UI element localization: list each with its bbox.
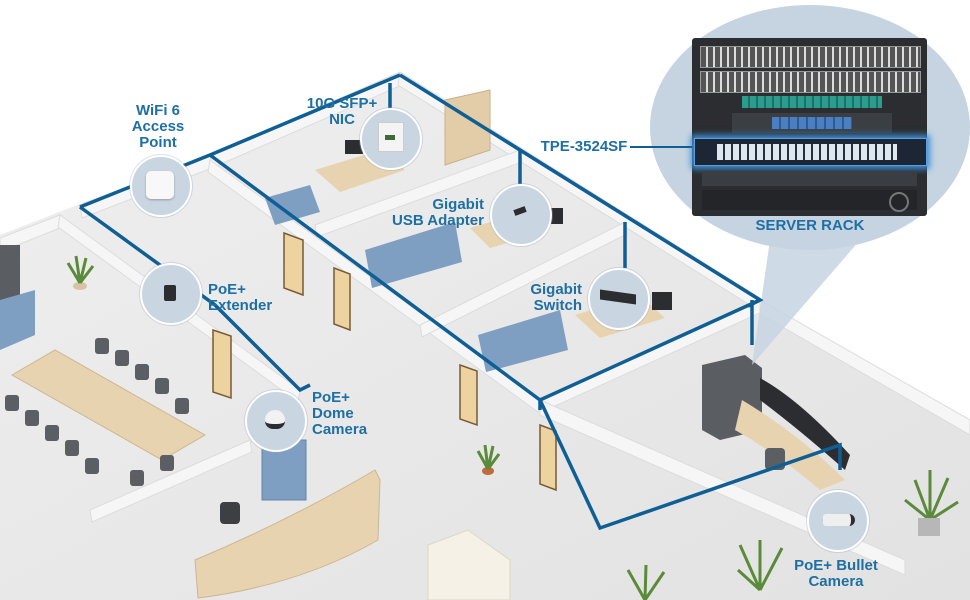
server-rack-callout: SERVER RACK	[650, 5, 970, 250]
sofa	[427, 529, 511, 600]
rack-callout-pointer	[752, 240, 860, 365]
doors	[212, 231, 557, 492]
server-rack-title: SERVER RACK	[755, 217, 865, 234]
conference-chairs	[5, 338, 189, 486]
monitoring-desk	[735, 400, 845, 490]
wall-tv	[0, 245, 20, 305]
plant	[476, 444, 501, 475]
poe-extender-callout[interactable]	[140, 263, 202, 325]
tpe-3524sf-leader-line	[630, 146, 692, 148]
conference-room	[0, 245, 207, 486]
managed-switch-blue	[732, 113, 892, 133]
access-point-icon	[146, 171, 174, 199]
poe-switch-teal	[742, 96, 882, 108]
usb-adapter-callout[interactable]	[490, 184, 552, 246]
sfp-nic-label: 10G SFP+NIC	[306, 95, 378, 128]
reception-chair	[220, 502, 240, 524]
reception	[194, 439, 511, 600]
switch-icon	[600, 289, 636, 305]
conference-table	[10, 349, 207, 461]
bullet-camera-callout[interactable]	[807, 490, 869, 552]
dome-camera-icon	[265, 410, 285, 429]
poe-extender-icon	[164, 285, 176, 301]
patch-panel	[700, 46, 921, 68]
sfp-nic-callout[interactable]	[360, 108, 422, 170]
poe-extender-label: PoE+Extender	[208, 281, 273, 314]
network-card-icon	[378, 122, 404, 152]
usb-adapter-icon	[513, 206, 527, 216]
security-room	[702, 355, 850, 490]
pdu	[702, 172, 917, 186]
rack-image	[692, 38, 927, 216]
reception-desk	[194, 469, 381, 599]
tpe-3524sf-switch	[694, 138, 927, 166]
dome-camera-callout[interactable]	[245, 390, 307, 452]
plant	[66, 255, 95, 290]
outdoor-plants	[626, 470, 959, 600]
bullet-camera-icon	[823, 514, 855, 526]
cabinet	[0, 290, 35, 350]
patch-panel	[700, 71, 921, 93]
wifi-access-point-callout[interactable]	[130, 155, 192, 217]
gigabit-switch-callout[interactable]	[588, 268, 650, 330]
tpe-3524sf-label: TPE-3524SF	[540, 138, 628, 155]
network-cable	[78, 73, 842, 531]
nvr	[702, 190, 917, 212]
video-wall	[760, 378, 850, 470]
